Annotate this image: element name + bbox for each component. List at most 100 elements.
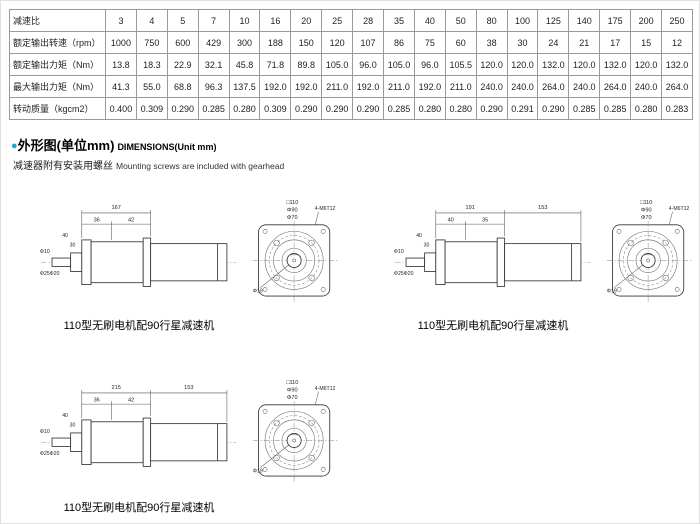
spec-cell: 17 bbox=[599, 31, 632, 54]
spec-cell: 264.0 bbox=[599, 75, 632, 98]
dim-circle1: Φ90 bbox=[287, 208, 298, 214]
spec-cell: 192.0 bbox=[352, 75, 385, 98]
flange-outline bbox=[252, 401, 338, 482]
spec-cell: 0.285 bbox=[568, 97, 601, 120]
dim-square: □110 bbox=[640, 200, 652, 206]
motor-side-view: 167 36 42 40 30 Φ10 Φ25Φ20 bbox=[40, 205, 237, 287]
spec-cell: 240.0 bbox=[506, 75, 539, 98]
spec-cell: 0.285 bbox=[599, 97, 632, 120]
dim-circle1: Φ90 bbox=[641, 208, 652, 214]
spec-cell: 120.0 bbox=[475, 53, 508, 76]
dim-h2: 30 bbox=[424, 242, 430, 248]
dimension-lines bbox=[81, 390, 228, 422]
section-subtitle-en: Mounting screws are included with gearhe… bbox=[116, 161, 285, 171]
row-label: 转动质量（kgcm2） bbox=[9, 97, 106, 120]
spec-cell: 600 bbox=[166, 31, 199, 54]
section-title-cn: 外形图(单位mm) bbox=[17, 138, 115, 153]
spec-cell: 0.283 bbox=[661, 97, 693, 120]
spec-cell: 200 bbox=[630, 9, 663, 32]
spec-cell: 137.5 bbox=[228, 75, 261, 98]
spec-cell: 240.0 bbox=[568, 75, 601, 98]
spec-cell: 0.291 bbox=[506, 97, 539, 120]
dim-motor: 153 bbox=[184, 385, 193, 391]
dim-seg2: 42 bbox=[128, 397, 134, 403]
spec-cell: 188 bbox=[259, 31, 292, 54]
spec-cell: 22.9 bbox=[166, 53, 199, 76]
spec-cell: 120 bbox=[321, 31, 354, 54]
drawing-group-2: 191 153 40 35 40 30 Φ10 Φ25Φ20 □110 Φ90 … bbox=[393, 193, 700, 343]
dim-front-shaft: Φ19 bbox=[607, 288, 617, 294]
leader-line bbox=[260, 444, 289, 468]
spec-cell: 68.8 bbox=[166, 75, 199, 98]
drawing-views: 167 36 42 40 30 Φ10 Φ25Φ20 □110 Φ90 Φ70 … bbox=[39, 193, 359, 311]
dim-circle2: Φ70 bbox=[287, 395, 298, 401]
spec-cell: 3 bbox=[105, 9, 137, 32]
dim-screws: 4-M6T12 bbox=[315, 206, 336, 212]
dim-total: 191 bbox=[466, 205, 475, 211]
spec-cell: 150 bbox=[290, 31, 323, 54]
spec-cell: 35 bbox=[383, 9, 415, 32]
dim-h2: 30 bbox=[70, 242, 76, 248]
dim-screws: 4-M6T12 bbox=[669, 206, 690, 212]
spec-cell: 16 bbox=[259, 9, 292, 32]
dim-shaft2: Φ25Φ20 bbox=[394, 271, 414, 277]
spec-cell: 0.400 bbox=[105, 97, 137, 120]
spec-cell: 264.0 bbox=[661, 75, 693, 98]
spec-cell: 38 bbox=[475, 31, 508, 54]
spec-cell: 1000 bbox=[105, 31, 137, 54]
spec-cell: 105.0 bbox=[321, 53, 354, 76]
row-label: 最大输出力矩（Nm） bbox=[9, 75, 106, 98]
spec-cell: 0.280 bbox=[228, 97, 261, 120]
spec-cell: 132.0 bbox=[537, 53, 570, 76]
spec-cell: 125 bbox=[537, 9, 570, 32]
dim-shaft2: Φ25Φ20 bbox=[40, 271, 60, 277]
row-label: 额定输出转速（rpm） bbox=[9, 31, 106, 54]
spec-cell: 25 bbox=[321, 9, 354, 32]
motor-side-view: 215 153 36 42 40 30 Φ10 Φ25Φ20 bbox=[40, 385, 237, 467]
spec-cell: 240.0 bbox=[475, 75, 508, 98]
drawing-caption: 110型无刷电机配90行星减速机 bbox=[63, 502, 215, 514]
spec-cell: 0.290 bbox=[352, 97, 385, 120]
section-title-en: DIMENSIONS(Unit mm) bbox=[117, 142, 217, 152]
leader-line bbox=[260, 264, 289, 288]
drawing-caption: 110型无刷电机配90行星减速机 bbox=[417, 320, 569, 332]
spec-cell: 41.3 bbox=[105, 75, 137, 98]
dim-circle2: Φ70 bbox=[641, 215, 652, 221]
motor-outline bbox=[405, 237, 582, 287]
spec-cell: 13.8 bbox=[105, 53, 137, 76]
dim-seg1: 36 bbox=[94, 217, 100, 223]
flange-front-view: □110 Φ90 Φ70 4-M6T12 bbox=[252, 380, 338, 482]
row-label: 减速比 bbox=[9, 9, 106, 32]
spec-cell: 24 bbox=[537, 31, 570, 54]
section-heading: ●外形图(单位mm)DIMENSIONS(Unit mm) bbox=[11, 135, 216, 155]
dimension-lines bbox=[81, 210, 151, 240]
spec-cell: 0.309 bbox=[259, 97, 292, 120]
spec-cell: 32.1 bbox=[197, 53, 230, 76]
spec-cell: 192.0 bbox=[413, 75, 446, 98]
bullet-icon: ● bbox=[11, 140, 18, 152]
dim-square: □110 bbox=[286, 200, 298, 206]
spec-cell: 0.280 bbox=[630, 97, 663, 120]
spec-cell: 250 bbox=[661, 9, 693, 32]
section-subtitle-cn: 减速器附有安装用螺丝 bbox=[13, 161, 113, 172]
dim-shaft1: Φ10 bbox=[394, 249, 404, 255]
spec-cell: 750 bbox=[135, 31, 168, 54]
spec-cell: 0.290 bbox=[290, 97, 323, 120]
spec-cell: 75 bbox=[413, 31, 446, 54]
spec-cell: 60 bbox=[444, 31, 477, 54]
dim-motor: 153 bbox=[538, 205, 547, 211]
spec-cell: 10 bbox=[228, 9, 261, 32]
spec-cell: 55.0 bbox=[135, 75, 168, 98]
leader-line bbox=[614, 264, 643, 288]
spec-cell: 28 bbox=[352, 9, 385, 32]
spec-cell: 96.3 bbox=[197, 75, 230, 98]
spec-cell: 300 bbox=[228, 31, 261, 54]
spec-cell: 132.0 bbox=[599, 53, 632, 76]
dim-seg1: 36 bbox=[94, 397, 100, 403]
motor-outline bbox=[51, 237, 228, 287]
